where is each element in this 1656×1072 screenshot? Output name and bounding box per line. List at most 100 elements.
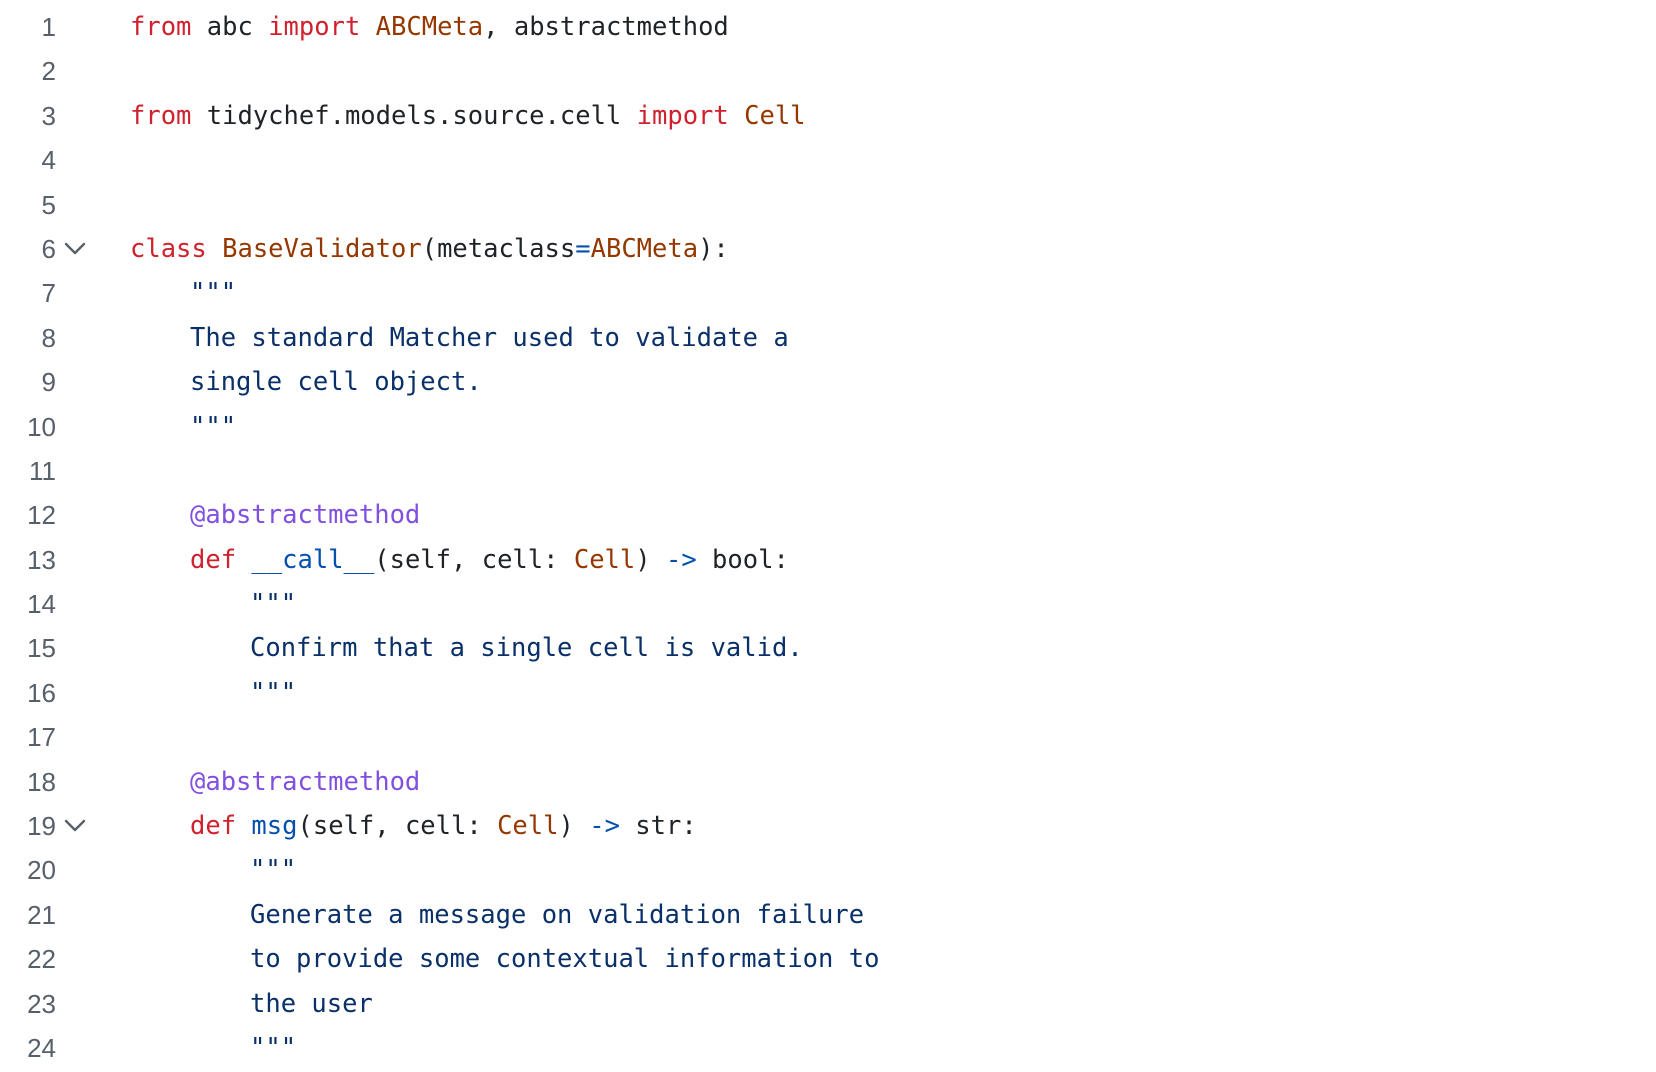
line-number[interactable]: 15 xyxy=(27,633,56,664)
code-token: abc xyxy=(191,12,269,42)
line-code: from abc import ABCMeta, abstractmethod xyxy=(130,5,729,49)
line-number[interactable]: 21 xyxy=(27,899,56,930)
code-token: to provide some contextual information t… xyxy=(250,944,880,975)
line-number[interactable]: 13 xyxy=(27,544,56,575)
code-token: def xyxy=(190,811,237,842)
code-token xyxy=(236,811,251,841)
line-code: class BaseValidator(metaclass=ABCMeta): xyxy=(130,227,729,271)
code-token: Cell xyxy=(744,100,806,131)
code-line: 5 xyxy=(0,183,1656,227)
code-line: 16 """ xyxy=(0,671,1656,715)
code-token: msg xyxy=(251,811,298,842)
line-number[interactable]: 24 xyxy=(27,1032,56,1063)
code-line: 3 from tidychef.models.source.cell import… xyxy=(0,94,1656,138)
code-token: = xyxy=(575,233,591,264)
chevron-down-icon[interactable] xyxy=(64,818,86,834)
code-line: 12 @abstractmethod xyxy=(0,493,1656,537)
line-code: """ xyxy=(190,271,236,315)
code-token: ): xyxy=(698,233,729,264)
line-number[interactable]: 9 xyxy=(41,367,56,398)
line-number[interactable]: 17 xyxy=(27,722,56,753)
line-code: """ xyxy=(250,671,296,715)
line-code: Generate a message on validation failure xyxy=(250,893,864,937)
code-token: ABCMeta xyxy=(375,12,484,42)
line-number[interactable]: 3 xyxy=(41,100,56,131)
code-line: 18 @abstractmethod xyxy=(0,760,1656,804)
line-code: @abstractmethod xyxy=(190,493,420,537)
code-token xyxy=(360,12,375,42)
line-number[interactable]: 10 xyxy=(27,411,56,442)
code-token: The standard Matcher used to validate a xyxy=(190,322,789,353)
code-token: """ xyxy=(250,589,297,620)
code-token: from xyxy=(130,12,192,42)
code-token: @abstractmethod xyxy=(190,500,421,531)
line-number[interactable]: 16 xyxy=(27,677,56,708)
code-line: 24 """ xyxy=(0,1026,1656,1070)
line-number[interactable]: 22 xyxy=(27,944,56,975)
line-number[interactable]: 20 xyxy=(27,855,56,886)
line-code: to provide some contextual information t… xyxy=(250,937,879,981)
code-token: """ xyxy=(190,411,237,442)
code-token: single cell object. xyxy=(190,367,482,398)
code-token: """ xyxy=(250,1032,297,1063)
line-number[interactable]: 6 xyxy=(41,233,56,264)
code-line: 2 xyxy=(0,49,1656,93)
line-number[interactable]: 12 xyxy=(27,500,56,531)
line-number[interactable]: 8 xyxy=(41,322,56,353)
code-token xyxy=(236,545,251,575)
code-token: def xyxy=(190,544,237,575)
code-line: 9 single cell object. xyxy=(0,360,1656,404)
line-number[interactable]: 5 xyxy=(41,189,56,220)
line-code: """ xyxy=(250,848,296,892)
code-line: 8 The standard Matcher used to validate a xyxy=(0,316,1656,360)
code-token: ABCMeta xyxy=(590,233,699,264)
line-number[interactable]: 2 xyxy=(41,56,56,87)
code-token: class xyxy=(130,233,207,264)
line-code: """ xyxy=(250,582,296,626)
line-number[interactable]: 7 xyxy=(41,278,56,309)
code-token: Generate a message on validation failure xyxy=(250,899,865,930)
line-number[interactable]: 23 xyxy=(27,988,56,1019)
code-token: ) xyxy=(558,811,590,842)
line-number[interactable]: 18 xyxy=(27,766,56,797)
code-line: 21 Generate a message on validation failu… xyxy=(0,893,1656,937)
line-number[interactable]: 4 xyxy=(41,145,56,176)
line-code: single cell object. xyxy=(190,360,482,404)
code-token: import xyxy=(636,100,729,131)
line-code: @abstractmethod xyxy=(190,760,420,804)
code-token: Confirm that a single cell is valid. xyxy=(250,633,803,664)
code-token: """ xyxy=(190,278,237,309)
code-token: (self, cell: xyxy=(297,811,498,842)
code-token: __call__ xyxy=(251,544,375,575)
code-token xyxy=(729,101,744,131)
code-token: (self, cell: xyxy=(374,544,574,575)
code-token: @abstractmethod xyxy=(190,766,421,797)
code-token: bool: xyxy=(696,544,789,575)
code-token: """ xyxy=(250,855,297,886)
code-token: """ xyxy=(250,677,297,708)
line-code: The standard Matcher used to validate a xyxy=(190,316,789,360)
code-line: 22 to provide some contextual information… xyxy=(0,937,1656,981)
line-number[interactable]: 1 xyxy=(41,12,56,42)
code-token: (metaclass xyxy=(421,233,576,264)
code-token: Cell xyxy=(497,811,559,842)
line-number[interactable]: 14 xyxy=(27,589,56,620)
code-line: 10 """ xyxy=(0,405,1656,449)
code-token: tidychef.models.source.cell xyxy=(191,100,637,131)
code-line: 11 xyxy=(0,449,1656,493)
code-line: 1 from abc import ABCMeta, abstractmethod xyxy=(0,5,1656,49)
chevron-down-icon[interactable] xyxy=(64,241,86,257)
line-number[interactable]: 19 xyxy=(27,811,56,842)
code-token: -> xyxy=(589,811,620,842)
code-token: import xyxy=(268,12,361,42)
code-token: ) xyxy=(635,544,666,575)
line-code: Confirm that a single cell is valid. xyxy=(250,626,803,670)
code-line: 17 xyxy=(0,715,1656,759)
line-code: def __call__(self, cell: Cell) -> bool: xyxy=(190,538,789,582)
line-number[interactable]: 11 xyxy=(29,455,56,486)
code-token: from xyxy=(130,100,192,131)
code-token: Cell xyxy=(573,544,636,575)
